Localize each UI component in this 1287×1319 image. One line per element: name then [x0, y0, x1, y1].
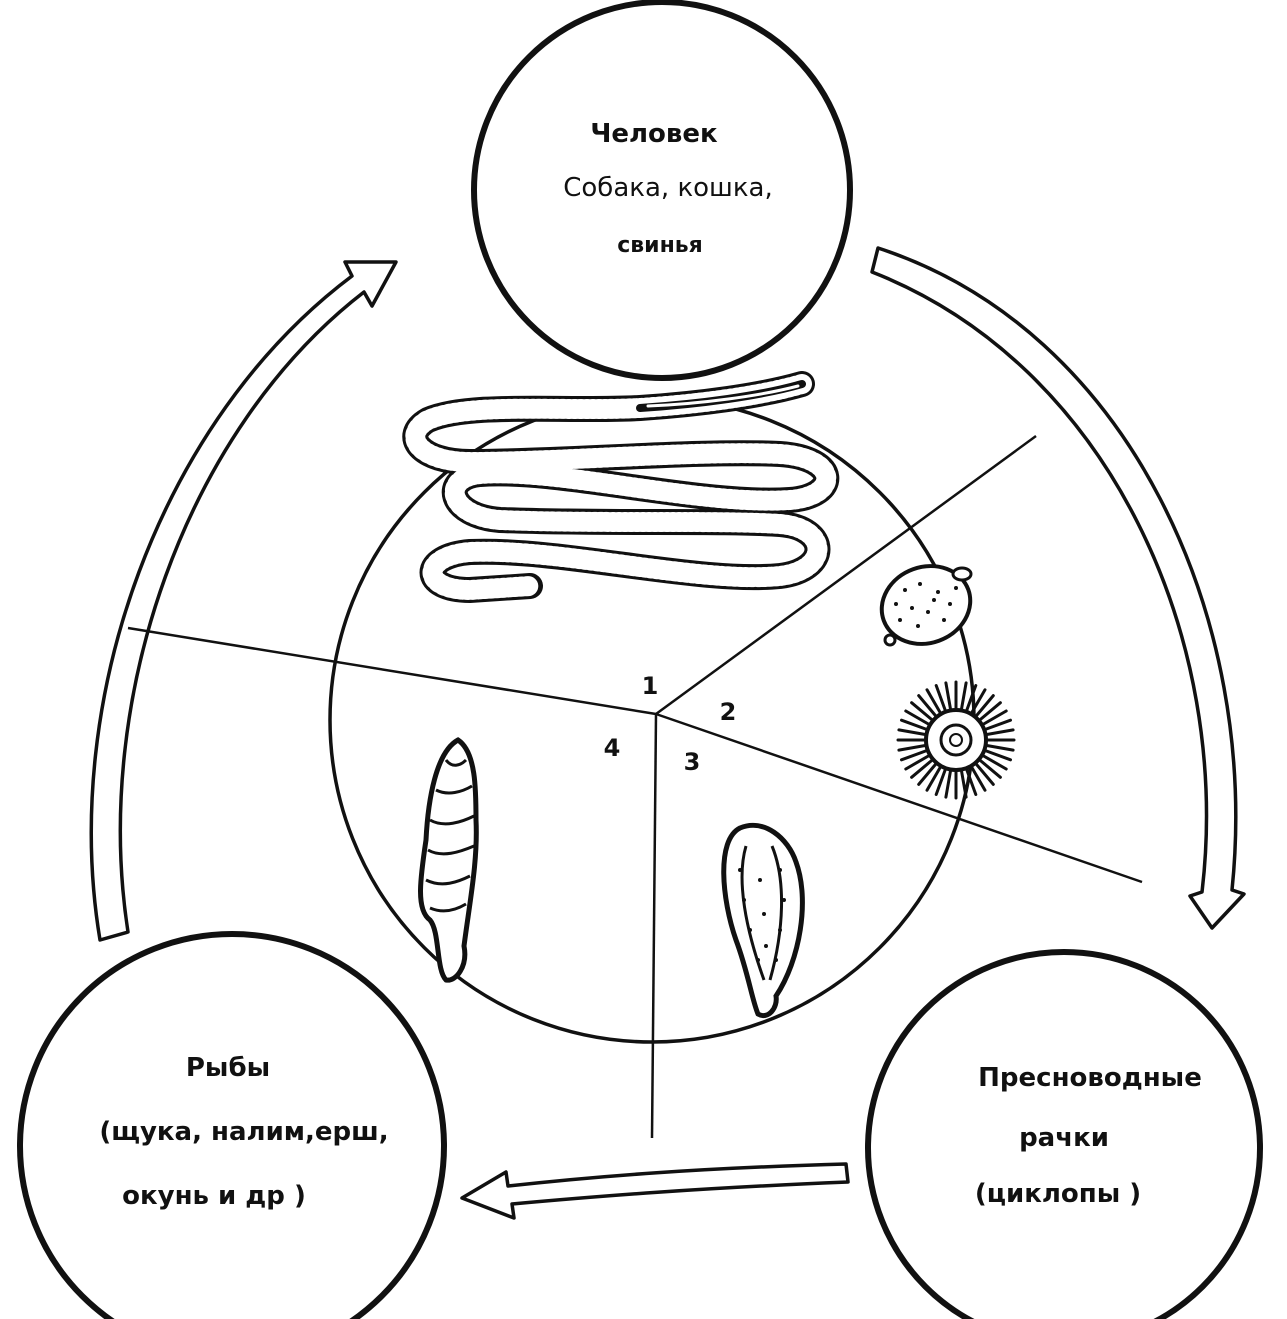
host-human: Человек Собака, кошка, свинья — [474, 2, 850, 378]
sector-label-1: 1 — [642, 672, 659, 700]
cilium-line — [946, 772, 951, 798]
cilium-line — [899, 730, 925, 735]
tapeworm-icon — [415, 384, 826, 590]
coracidium-icon — [898, 682, 1014, 798]
host-crustaceans-line2: рачки — [1019, 1123, 1109, 1153]
sector-label-2: 2 — [720, 698, 737, 726]
host-crustaceans-line3: (циклопы ) — [975, 1179, 1141, 1209]
host-human-line1: Человек — [590, 119, 718, 149]
arrow-crustaceans-to-fish — [462, 1164, 848, 1218]
host-fish: Рыбы (щука, налим,ерш, окунь и др ) — [20, 934, 444, 1319]
sector-label-4: 4 — [604, 734, 621, 762]
cilium-line — [899, 746, 925, 751]
host-crustaceans-line1: Пресноводные — [978, 1063, 1202, 1093]
host-human-line3: свинья — [617, 233, 703, 258]
host-human-line2: Собака, кошка, — [563, 173, 773, 203]
host-fish-line2: (щука, налим,ерш, — [99, 1117, 388, 1147]
cilium-line — [988, 746, 1014, 751]
host-fish-line1: Рыбы — [186, 1053, 270, 1083]
plerocercoid-icon — [421, 740, 477, 980]
cilium-line — [988, 730, 1014, 735]
cilium-line — [946, 683, 951, 709]
procercoid-icon — [724, 825, 803, 1015]
arrow-fish-to-human — [91, 262, 396, 940]
host-crustaceans: Пресноводные рачки (циклопы ) — [868, 952, 1260, 1319]
host-fish-line3: окунь и др ) — [122, 1181, 306, 1211]
sector-label-3: 3 — [684, 748, 701, 776]
cilium-line — [962, 683, 967, 709]
